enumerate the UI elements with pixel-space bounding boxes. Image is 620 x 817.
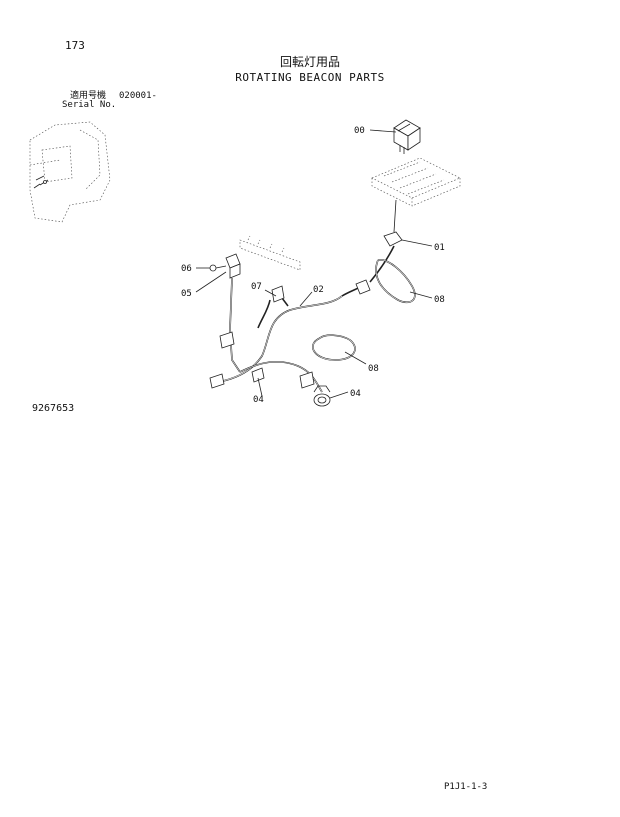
callout-04-socket: 04 — [350, 389, 361, 399]
page-title: ROTATING BEACON PARTS — [235, 71, 385, 84]
page-number: 173 — [65, 39, 85, 52]
callout-01: 01 — [434, 243, 445, 253]
callout-07: 07 — [251, 282, 262, 292]
harness-connectors — [209, 279, 371, 389]
callout-08-right: 08 — [434, 295, 445, 305]
relay-bracket — [239, 235, 301, 271]
callout-02: 02 — [313, 285, 324, 295]
relay — [225, 253, 241, 279]
locator-thumbnail — [29, 121, 111, 223]
page-code: P1J1-1-3 — [444, 782, 488, 792]
wire-loops — [312, 259, 416, 361]
callout-04-harness: 04 — [253, 395, 264, 405]
switch-panel — [371, 157, 461, 207]
rotating-beacon-switch — [393, 119, 421, 154]
wiring-harness — [217, 245, 395, 393]
callout-05: 05 — [181, 289, 192, 299]
page-title-japanese: 回転灯用品 — [279, 55, 340, 69]
beacon-socket — [313, 385, 331, 407]
bolt — [209, 264, 227, 272]
serial-number-value: 020001- — [119, 91, 157, 101]
callout-06: 06 — [181, 264, 192, 274]
leader-lines — [195, 129, 433, 399]
switch-connector — [383, 199, 403, 247]
callout-08-lower: 08 — [368, 364, 379, 374]
serial-label: Serial No. — [62, 100, 117, 110]
callout-00: 00 — [354, 126, 365, 136]
serial-label-japanese: 適用号機 — [70, 91, 107, 101]
drawing-number: 9267653 — [32, 403, 75, 414]
